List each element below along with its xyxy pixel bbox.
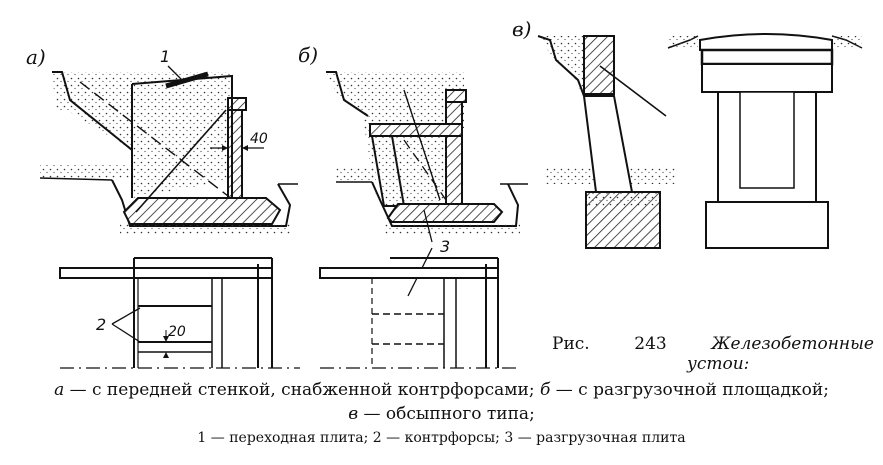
- abutment-v-section: в): [512, 17, 676, 249]
- caption-text-b: — с разгрузочной площадкой;: [550, 380, 829, 400]
- caption-key-a: а: [54, 380, 65, 400]
- plan-b: [319, 257, 520, 369]
- cone-slope-v: [599, 65, 667, 117]
- front-wall-a: [227, 107, 243, 199]
- panel-label-v: в): [512, 17, 531, 41]
- pit-soil-a: [120, 224, 290, 234]
- fig-title-2: устои:: [687, 354, 750, 374]
- fig-number: 243: [634, 334, 667, 354]
- caption-line-2: в — обсыпного типа;: [0, 404, 883, 424]
- backfill-soil-b: [326, 72, 464, 200]
- counterfort-brace-a: [135, 109, 227, 213]
- callout-1: 1: [160, 47, 170, 66]
- callout-2: 2: [96, 315, 106, 334]
- figure-caption: Рис. 243 Железобетонные устои:: [552, 334, 874, 374]
- transition-slab-plan-b: [319, 267, 499, 279]
- abutment-v-elevation: [667, 33, 863, 249]
- counterfort-diagonal-a: [79, 81, 229, 197]
- caption-line-1: а — с передней стенкой, снабженной контр…: [0, 380, 883, 400]
- callout-3: 3: [440, 237, 450, 256]
- callout-leader-2a: [111, 307, 141, 325]
- cap-block-v: [583, 35, 615, 95]
- caption-text-a: — с передней стенкой, снабженной контрфо…: [64, 380, 540, 400]
- panel-label-a: а): [26, 45, 46, 69]
- abutment-b-section: б) 3: [298, 43, 528, 297]
- plan-a: 20 2: [59, 257, 300, 369]
- dim-40-label: 40: [250, 131, 268, 147]
- ground-soil-left-b: [336, 168, 376, 182]
- base-slab-a: [122, 197, 282, 225]
- counterfort-a: [131, 74, 233, 198]
- ground-soil-left-a: [40, 165, 130, 179]
- fig-title-1: Железобетонные: [711, 334, 874, 354]
- base-slab-b: [386, 203, 504, 223]
- callout-leader-2b: [111, 323, 141, 343]
- pit-soil-b: [384, 224, 520, 234]
- caption-text-v: — обсыпного типа;: [358, 404, 535, 424]
- embankment-slope-b: [326, 71, 369, 117]
- footing-v: [705, 201, 829, 249]
- transition-slab-a: [165, 71, 209, 89]
- caption-key-v: в: [348, 404, 359, 424]
- dim-20-label: 20: [168, 324, 186, 340]
- panel-label-b: б): [298, 43, 318, 67]
- fig-label: Рис.: [552, 334, 590, 354]
- bearing-ledge-a: [227, 97, 247, 111]
- transition-slab-plan-a: [59, 267, 273, 279]
- caption-legend: 1 — переходная плита; 2 — контрфорсы; 3 …: [197, 430, 686, 446]
- cap-beam-v: [700, 48, 834, 66]
- callout-leader-3: [423, 209, 433, 243]
- deck-v: [699, 33, 833, 51]
- front-wall-b: [445, 99, 463, 207]
- callout-leader-1: [167, 65, 183, 81]
- abutment-a-section: а) 1 40: [26, 45, 298, 234]
- caption-key-b: б: [539, 380, 551, 400]
- backfill-soil-a: [52, 72, 232, 198]
